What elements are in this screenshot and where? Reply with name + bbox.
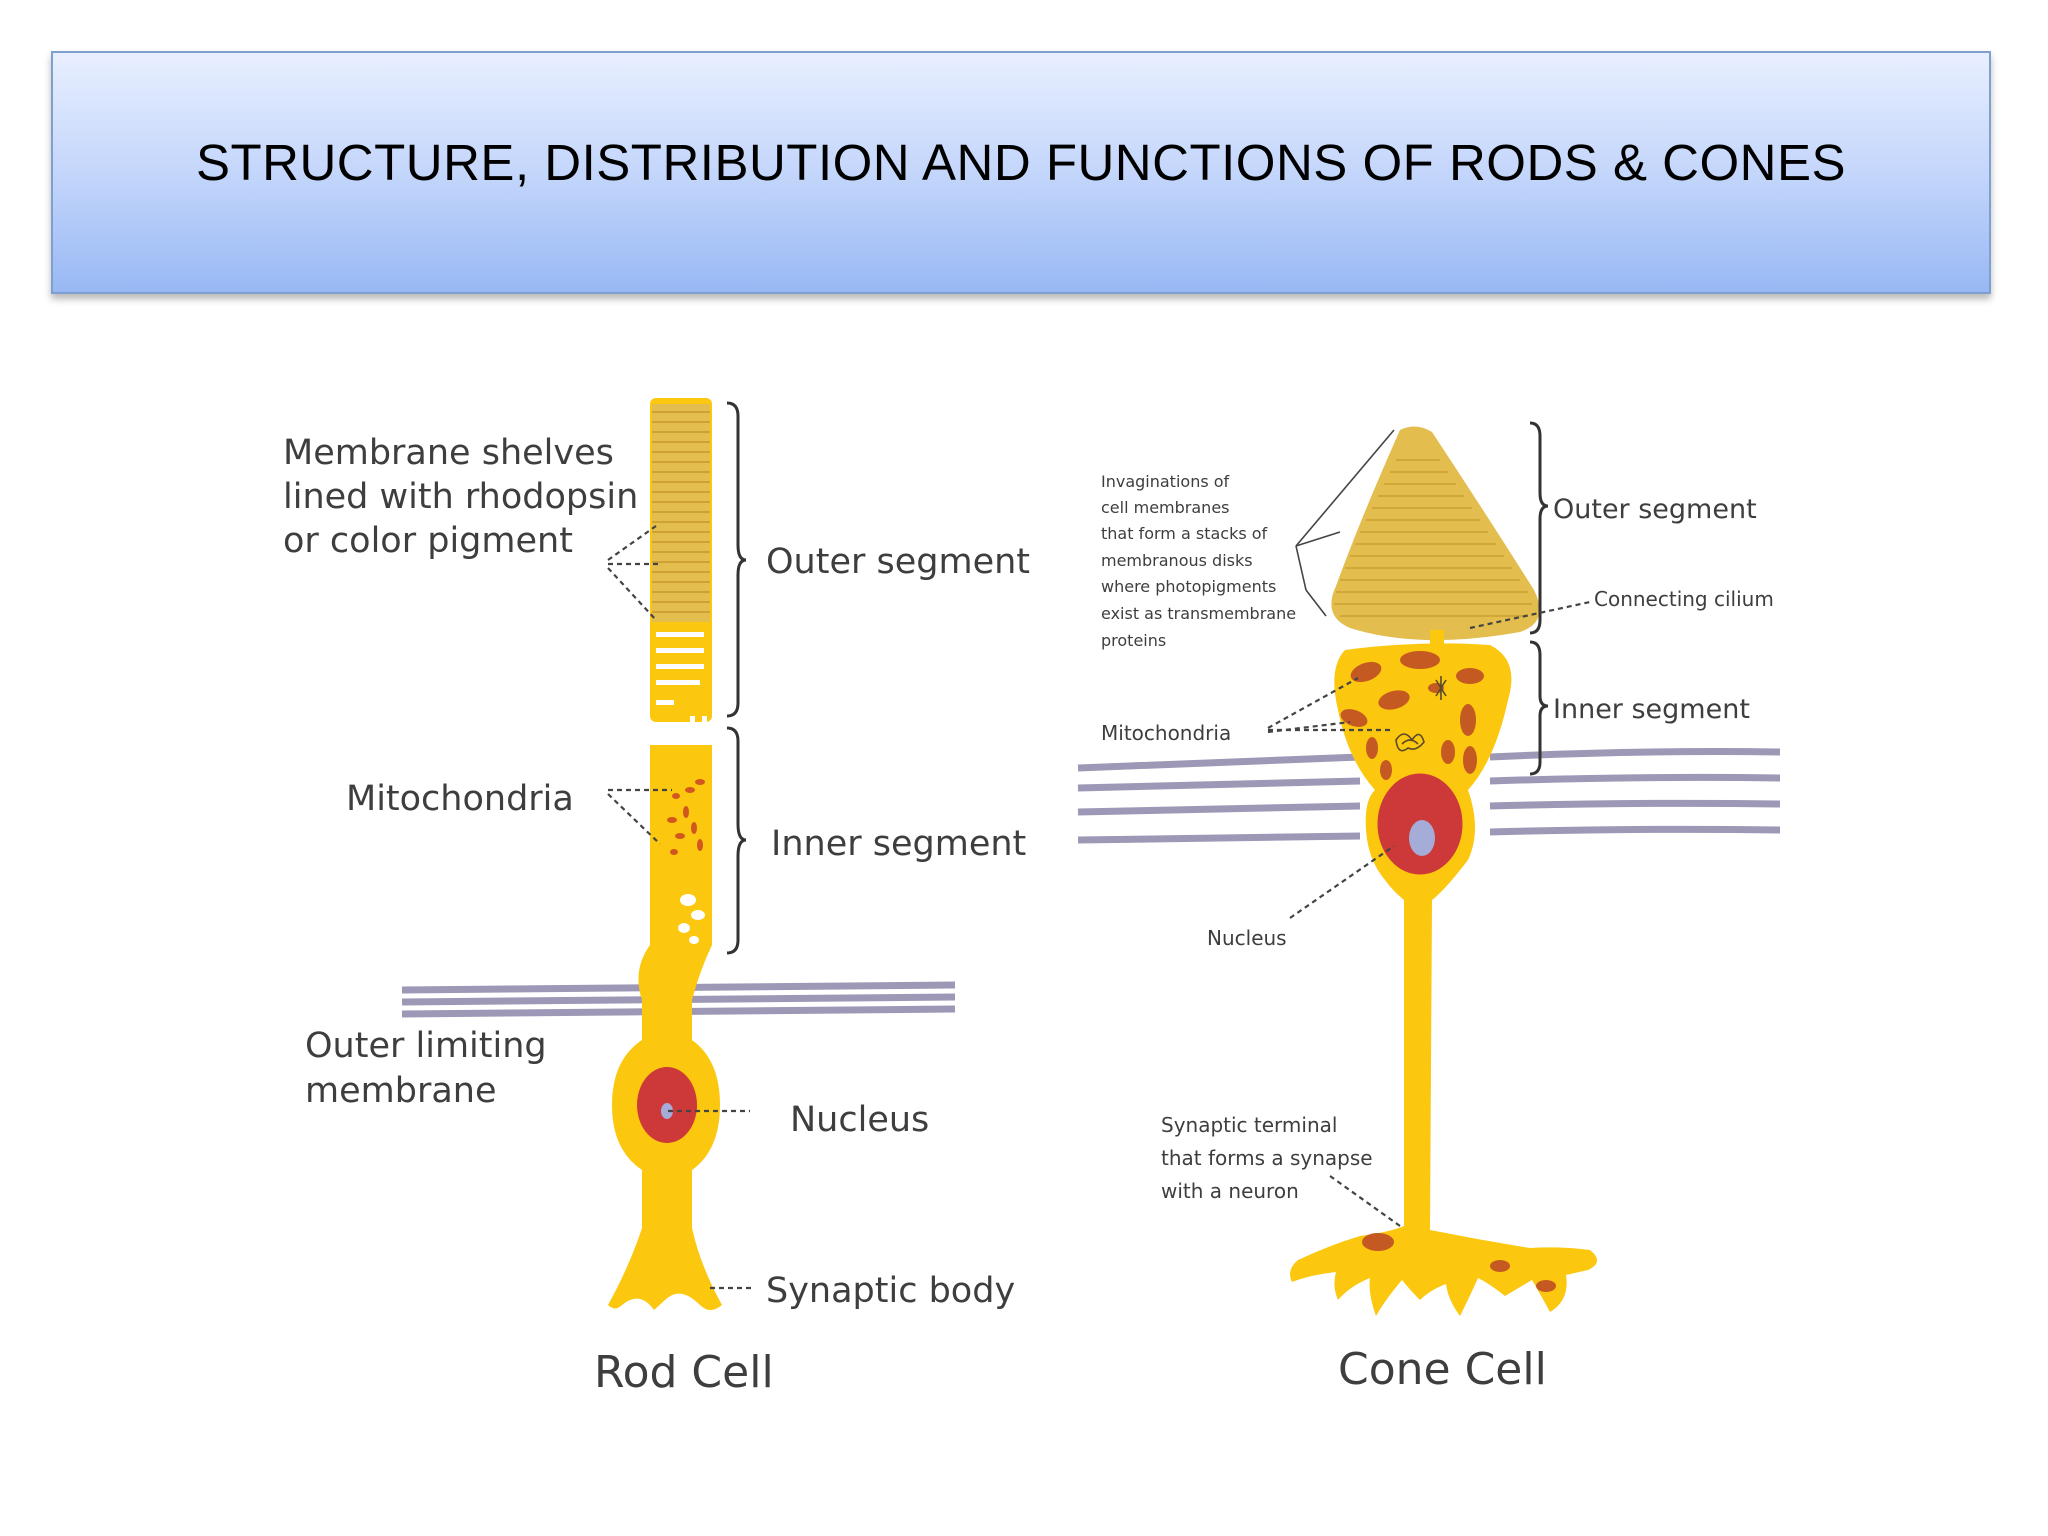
cone-body [1290, 643, 1598, 1316]
rod-loose-disks [656, 632, 707, 744]
rod-disk-stack [652, 411, 710, 613]
cone-mitochondria [1340, 651, 1556, 1292]
rod-inner-segment-label: Inner segment [771, 824, 1026, 864]
cone-disk-stack [1334, 459, 1532, 617]
cone-mitochondria-label: Mitochondria [1101, 721, 1231, 745]
rod-inner-segment-brace [726, 726, 747, 955]
rod-synaptic-body-label: Synaptic body [766, 1271, 1015, 1311]
rod-body [608, 745, 722, 1310]
slide-title: STRUCTURE, DISTRIBUTION AND FUNCTIONS OF… [195, 134, 1847, 191]
cone-outer-segment [1331, 426, 1540, 641]
cone-organelles [1395, 676, 1447, 752]
rod-leader-lines [607, 525, 752, 1290]
title-banner: STRUCTURE, DISTRIBUTION AND FUNCTIONS OF… [51, 51, 1991, 294]
cone-cell-caption: Cone Cell [1338, 1344, 1547, 1395]
cone-inner-segment-brace [1529, 640, 1549, 776]
cone-synaptic-terminal-label: Synaptic terminal that forms a synapse w… [1161, 1113, 1379, 1203]
cone-outer-segment-brace [1529, 421, 1549, 635]
cone-leader-lines [1267, 429, 1591, 1227]
rod-mitochondria-label: Mitochondria [346, 779, 574, 819]
rod-cell-illustration: Membrane shelves lined with rhodopsin or… [283, 398, 1030, 1398]
rod-outer-segment-brace [726, 401, 747, 718]
rod-membrane-shelves-label: Membrane shelves lined with rhodopsin or… [283, 433, 649, 561]
connecting-cilium-label: Connecting cilium [1594, 587, 1774, 611]
rod-outer-limiting-membrane-label: Outer limiting membrane [305, 1026, 558, 1111]
cone-outer-segment-label: Outer segment [1553, 494, 1757, 525]
cone-inner-segment-label: Inner segment [1553, 694, 1750, 725]
rod-cell-caption: Rod Cell [594, 1347, 774, 1398]
rod-mitochondria [667, 779, 705, 855]
rod-outer-segment-label: Outer segment [766, 542, 1030, 582]
cone-membrane-lines [1077, 748, 1781, 844]
rod-vesicles [678, 894, 705, 944]
cone-nucleus-label: Nucleus [1207, 926, 1287, 950]
cone-cell-illustration: Invaginations of cell membranes that for… [1077, 421, 1781, 1395]
rod-nucleus-label: Nucleus [790, 1100, 929, 1140]
cone-invaginations-label: Invaginations of cell membranes that for… [1101, 472, 1301, 650]
